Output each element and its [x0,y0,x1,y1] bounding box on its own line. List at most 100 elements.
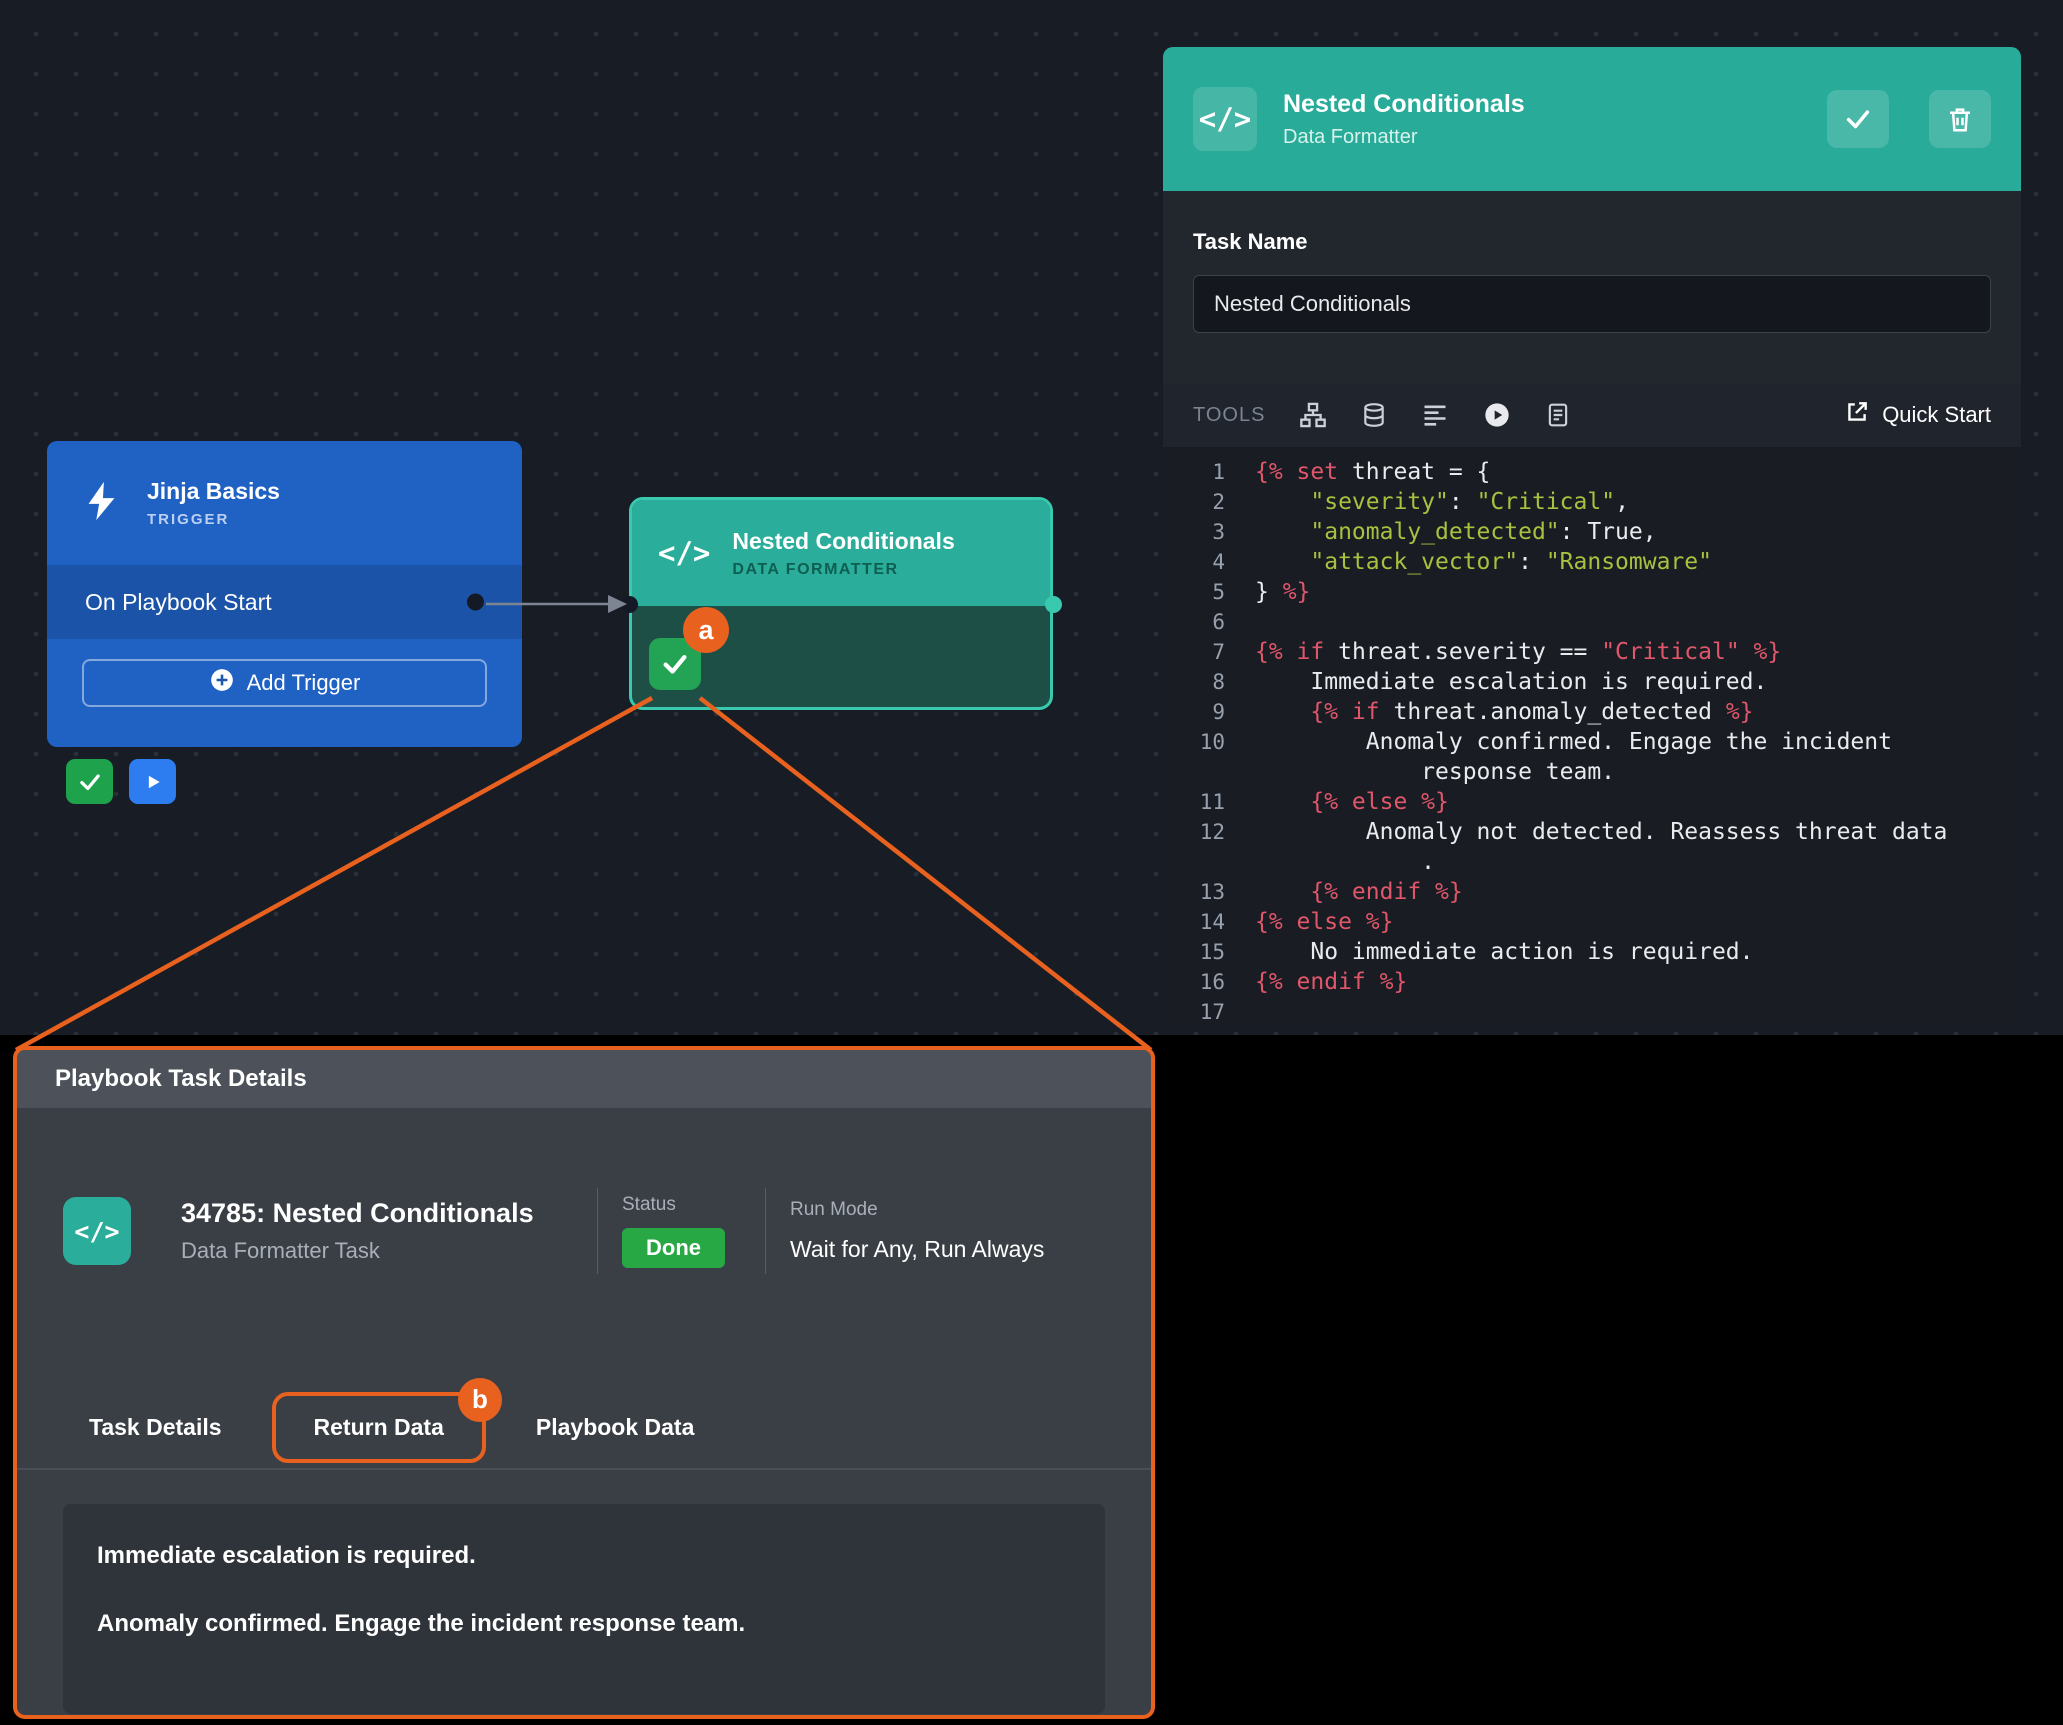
code-line-content[interactable]: Immediate escalation is required. [1255,669,1768,695]
line-number: 2 [1212,490,1225,514]
code-line-content[interactable] [1225,607,2021,637]
code-line: 6 [1163,607,2021,637]
trigger-row-on-playbook-start[interactable]: On Playbook Start [47,565,522,639]
line-number: 11 [1199,790,1225,814]
line-number: 16 [1199,970,1225,994]
save-task-button[interactable] [1827,90,1889,148]
code-line: 9 {% if threat.anomaly_detected %} [1163,697,2021,727]
annotation-a-badge: a [683,607,729,653]
line-number: 17 [1199,1000,1225,1024]
database-icon[interactable] [1361,401,1387,429]
lightning-icon [79,478,125,529]
task-editor-header: </> Nested Conditionals Data Formatter [1163,47,2021,191]
code-line: 14{% else %} [1163,907,2021,937]
task-name-section: Task Name [1163,191,2021,383]
task-name-input[interactable] [1193,275,1991,333]
code-line: 12 Anomaly not detected. Reassess threat… [1163,817,2021,877]
code-line-content[interactable]: Anomaly confirmed. Engage the incident r… [1365,729,1892,785]
code-line-content[interactable]: {% else %} [1310,789,1449,815]
code-line: 8 Immediate escalation is required. [1163,667,2021,697]
line-number: 15 [1199,940,1225,964]
trigger-node[interactable]: Jinja Basics TRIGGER On Playbook Start A… [47,441,522,747]
code-line-content[interactable]: "attack_vector": "Ransomware" [1310,549,1712,575]
output-line: Anomaly confirmed. Engage the incident r… [97,1610,746,1637]
line-number: 7 [1212,640,1225,664]
trigger-node-title: Jinja Basics [147,478,280,504]
code-line-content[interactable]: } %} [1255,579,1311,605]
code-line: 7 {% if threat.severity == "Critical" %} [1163,637,2021,667]
code-icon: </> [1193,87,1257,151]
code-line: 4 "attack_vector": "Ransomware" [1163,547,2021,577]
code-line-content[interactable]: {% endif %} [1255,969,1408,995]
document-info-icon[interactable] [1545,401,1571,429]
status-badge: Done [622,1228,725,1268]
annotation-b-badge: b [457,1377,502,1422]
external-link-icon [1844,399,1870,431]
task-editor-subtitle: Data Formatter [1283,125,1418,148]
return-data-output: Immediate escalation is required. Anomal… [63,1504,1105,1714]
trigger-node-actions [66,759,176,804]
task-summary-subtitle: Data Formatter Task [181,1238,380,1263]
code-line-content[interactable]: "severity": "Critical", [1310,489,1629,515]
code-icon: </> [658,536,711,570]
run-mode-label: Run Mode [790,1199,878,1220]
code-line: 2 "severity": "Critical", [1163,487,2021,517]
trigger-run-button[interactable] [129,759,176,804]
trash-icon [1950,108,1970,132]
editor-toolbar: TOOLS Quick Start [1163,383,2021,447]
code-lines: 1{% set threat = {2 "severity": "Critica… [1163,457,2021,1025]
add-trigger-button[interactable]: Add Trigger [82,659,487,707]
code-line-content[interactable]: {% endif %} [1310,879,1463,905]
play-icon [148,775,160,788]
code-line: 1{% set threat = { [1163,457,2021,487]
status-block: Status Done [622,1194,725,1268]
line-number: 6 [1212,610,1225,634]
modal-header: Playbook Task Details [17,1050,1151,1108]
code-icon: </> [63,1197,131,1265]
tab-return-data-label: Return Data [313,1413,444,1440]
code-line: 11 {% else %} [1163,787,2021,817]
play-circle-icon[interactable] [1483,401,1511,429]
code-line-content[interactable]: {% if threat.anomaly_detected %} [1310,699,1754,725]
add-trigger-label: Add Trigger [246,670,361,695]
task-editor-title: Nested Conditionals [1283,89,1525,118]
code-line: 15 No immediate action is required. [1163,937,2021,967]
line-number: 12 [1199,820,1225,844]
formatter-node-title: Nested Conditionals [732,527,955,554]
quick-start-label: Quick Start [1882,402,1991,427]
code-line: 13 {% endif %} [1163,877,2021,907]
trigger-output-port[interactable] [467,593,484,611]
quick-start-link[interactable]: Quick Start [1844,399,1991,431]
trigger-node-header: Jinja Basics TRIGGER [47,441,522,565]
code-line-content[interactable] [1225,997,2021,1025]
code-line-content[interactable]: {% set threat = { [1255,459,1491,485]
workflow-icon[interactable] [1299,401,1327,429]
code-line-content[interactable]: "anomaly_detected": True, [1310,519,1657,545]
line-number: 13 [1199,880,1225,904]
code-line-content[interactable]: No immediate action is required. [1255,939,1754,965]
tab-playbook-data[interactable]: Playbook Data [535,1413,695,1440]
task-summary: </> 34785: Nested Conditionals Data Form… [17,1108,1151,1274]
plus-circle-icon [209,667,235,699]
code-line-content[interactable]: Anomaly not detected. Reassess threat da… [1365,819,1948,875]
formatter-output-port[interactable] [1045,596,1062,613]
code-line: 17 [1163,997,2021,1025]
delete-task-button[interactable] [1929,90,1991,148]
check-icon [79,773,100,790]
modal-title: Playbook Task Details [55,1065,307,1092]
tab-return-data[interactable]: Return Data b [271,1377,502,1463]
modal-tabs: Task Details Return Data b Playbook Data [17,1377,1151,1470]
task-editor-panel: </> Nested Conditionals Data Formatter T… [1163,47,2021,1025]
run-mode-block: Run Mode Wait for Any, Run Always [790,1199,1044,1263]
check-icon [1846,110,1870,129]
run-mode-value: Wait for Any, Run Always [790,1236,1045,1262]
text-lines-icon[interactable] [1421,401,1449,429]
tab-task-details[interactable]: Task Details [89,1413,222,1440]
formatter-input-port[interactable] [621,596,638,613]
code-line-content[interactable]: {% if threat.severity == "Critical" %} [1255,639,1782,665]
formatter-node-type: DATA FORMATTER [732,560,899,578]
jinja-code-editor[interactable]: 1{% set threat = {2 "severity": "Critica… [1163,447,2021,1025]
line-number: 3 [1212,520,1225,544]
trigger-validate-button[interactable] [66,759,113,804]
code-line-content[interactable]: {% else %} [1255,909,1394,935]
